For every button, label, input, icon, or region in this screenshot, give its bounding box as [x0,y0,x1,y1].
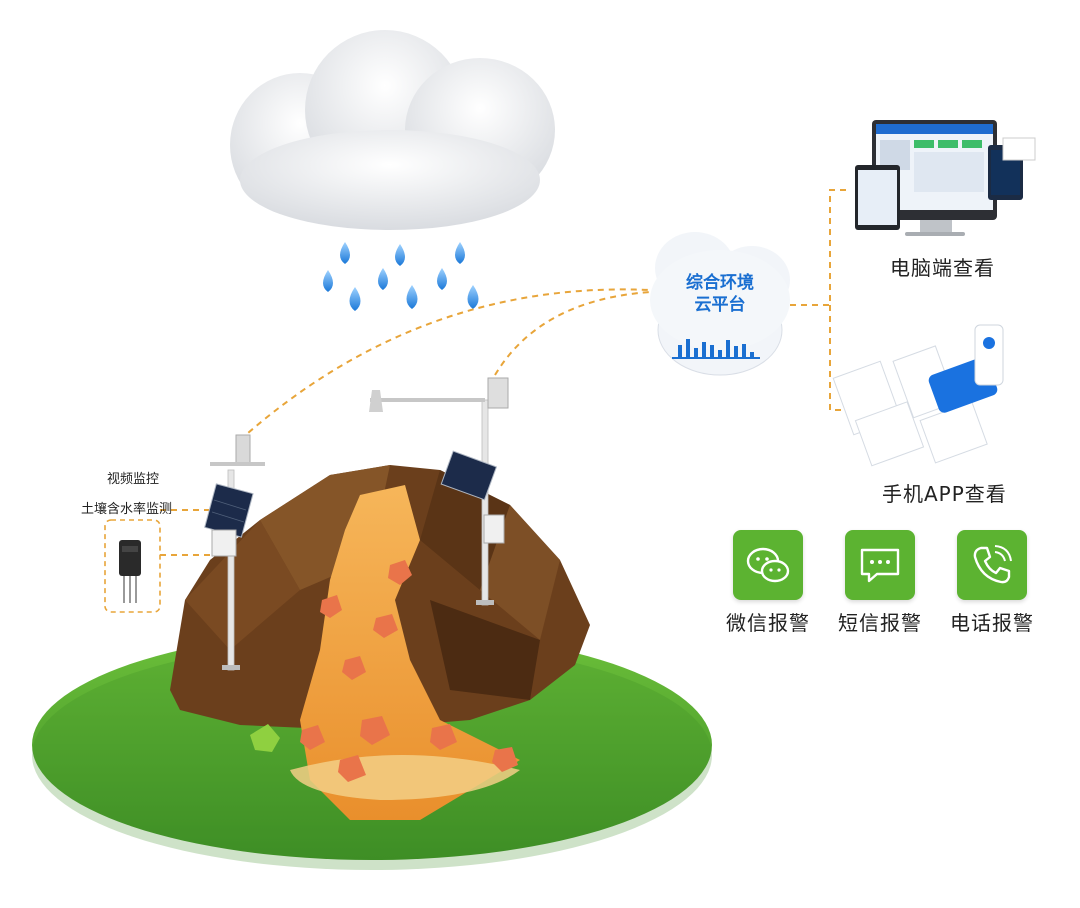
platform-bars-icon [672,339,760,359]
phone-icon [973,545,1012,584]
cloud-platform-title: 综合环境 云平台 [660,272,780,316]
raindrops [323,242,479,311]
wechat-icon [746,547,790,583]
cloud-platform-line1: 综合环境 [686,273,754,293]
monitoring-station [204,434,265,671]
boulders [300,560,518,782]
wechat-alert-label: 微信报警 [726,611,810,635]
data-links [160,189,850,556]
wechat-alert-tile [733,530,803,600]
video-monitor-label: 视频监控 [107,472,160,487]
sms-alert-label: 短信报警 [838,611,922,635]
soil-moisture-sensor [104,519,161,613]
phone-alert-label: 电话报警 [950,611,1034,635]
sms-alert-tile [845,530,915,600]
rain-cloud [230,30,555,230]
soil-moisture-label: 土壤含水率监测 [81,502,173,517]
bush [250,724,280,752]
mobile-app-icon [832,324,1004,467]
rain-gauge-station [369,377,509,606]
cloud-platform-line2: 云平台 [694,295,746,315]
pc-view-label: 电脑端查看 [890,256,995,280]
monitor-icon [855,120,1036,236]
sms-icon [860,548,900,583]
phone-alert-tile [957,530,1027,600]
mobile-view-label: 手机APP查看 [882,482,1007,506]
